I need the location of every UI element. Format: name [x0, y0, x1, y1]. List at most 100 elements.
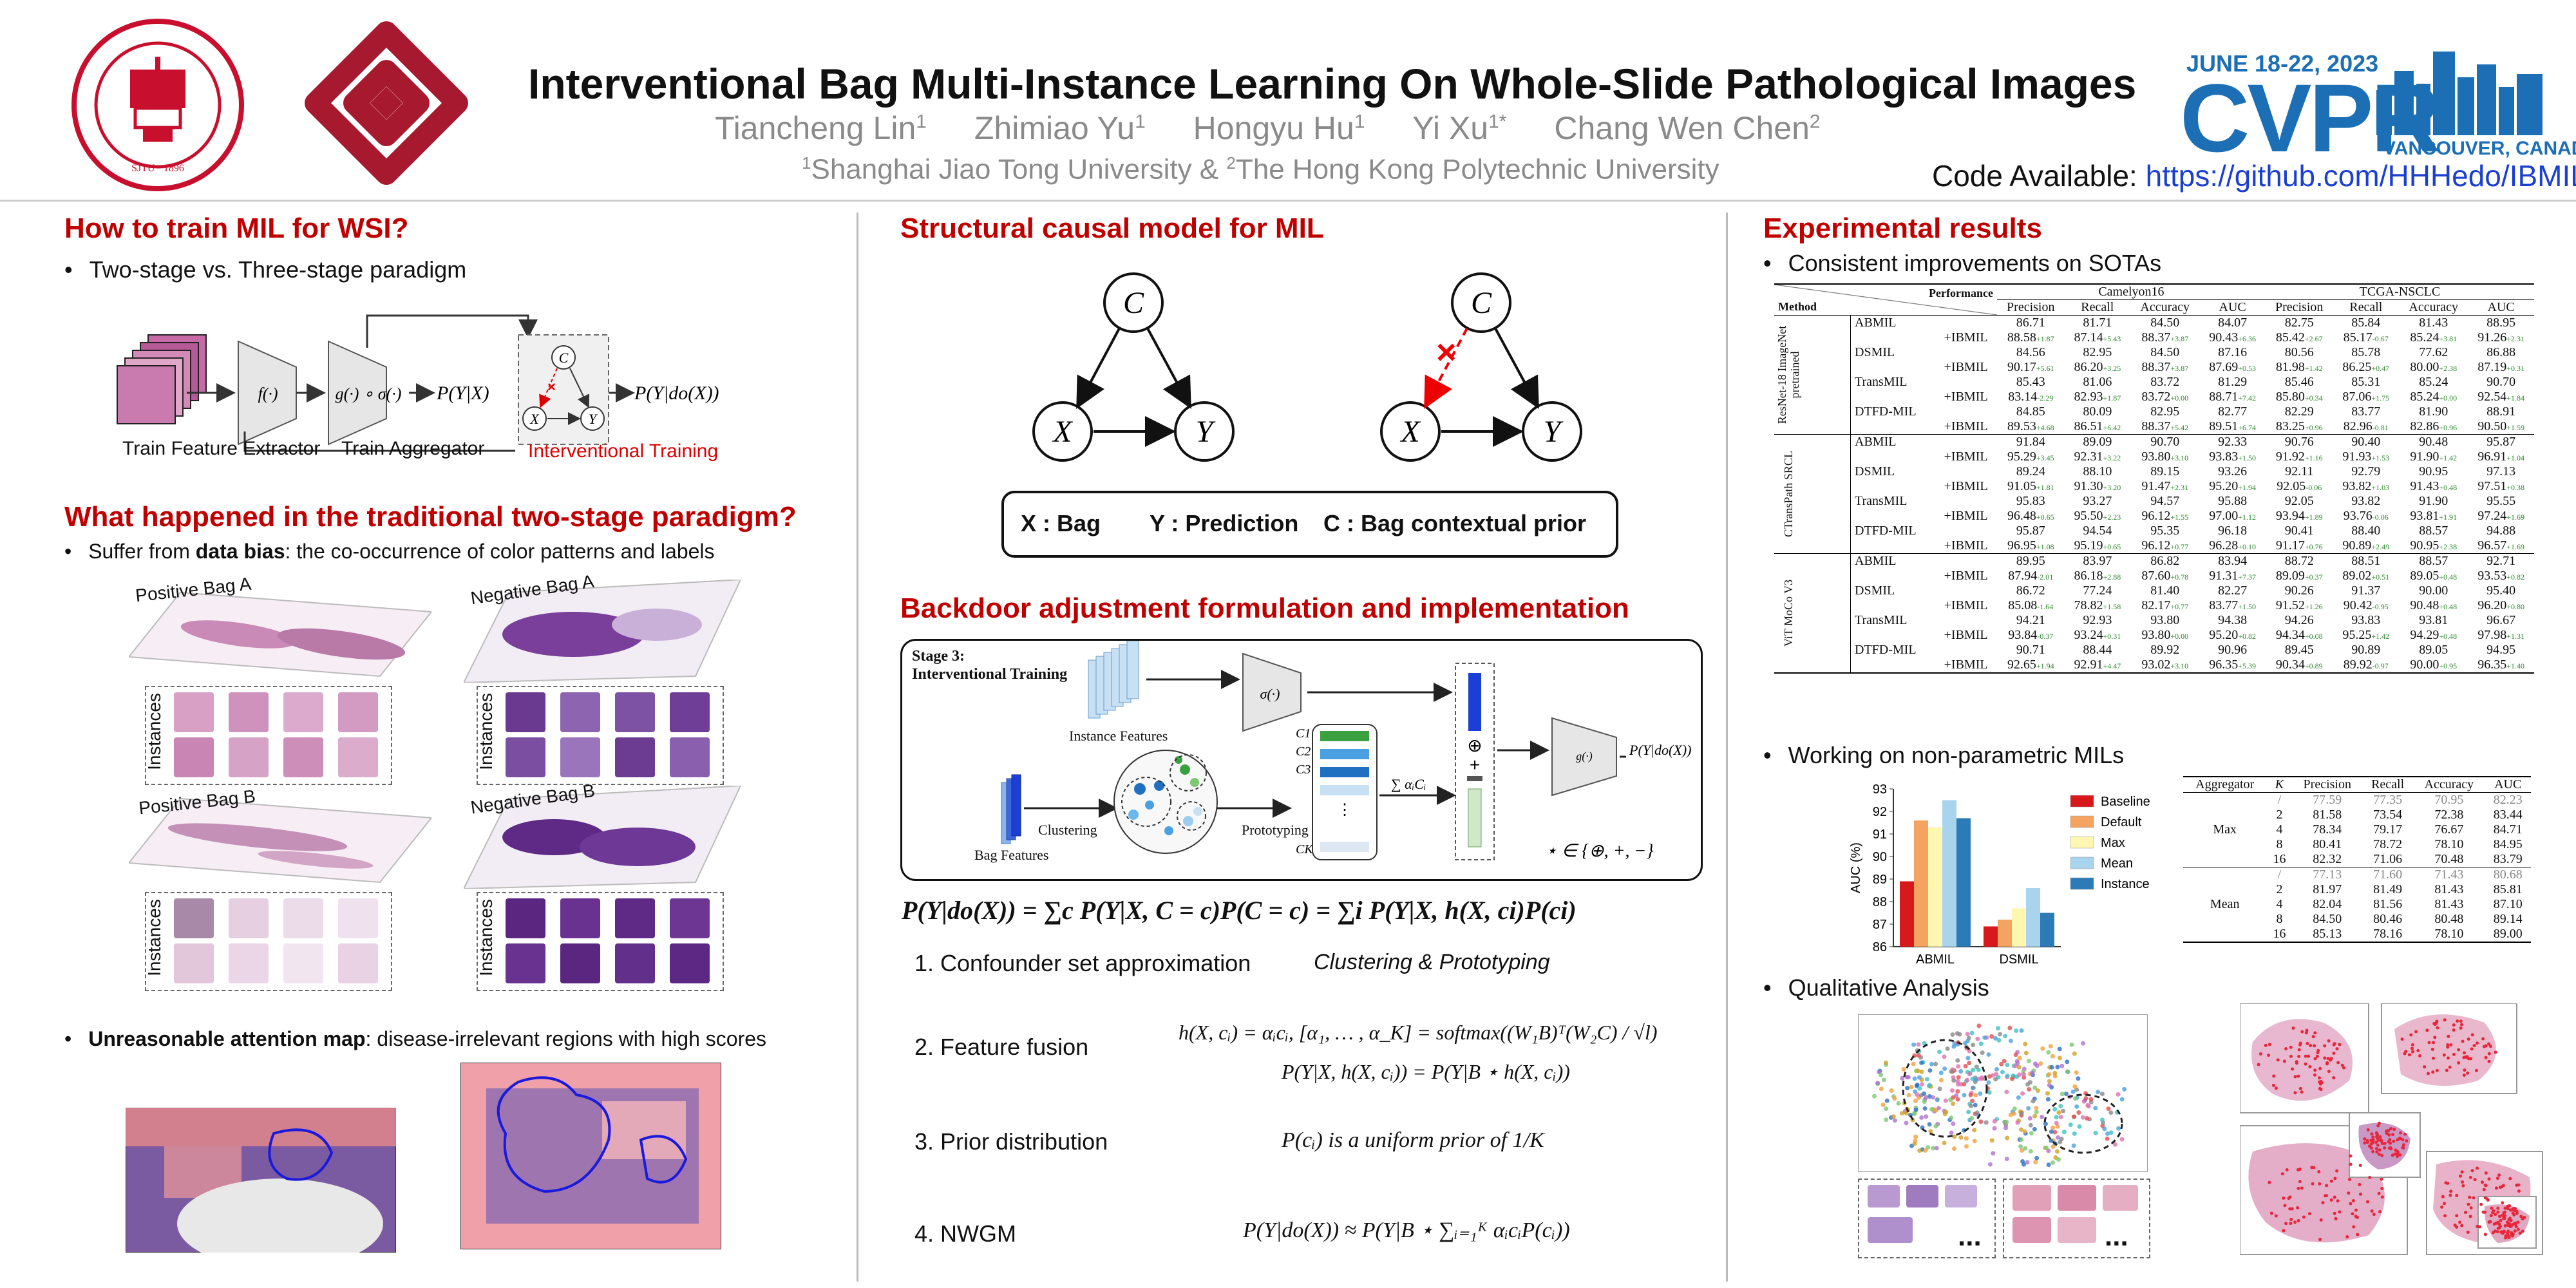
cell-value: 90.50 — [2477, 419, 2507, 433]
tsne-point — [1952, 1134, 1957, 1139]
heat-dot — [2371, 1135, 2375, 1139]
table-cell: 97.24+1.69 — [2468, 509, 2534, 524]
heat-dot — [2298, 1168, 2302, 1171]
heat-dot — [2494, 1213, 2497, 1217]
group-label: ViT MoCo V3 — [1774, 553, 1851, 673]
thumb — [1906, 1185, 1938, 1208]
method-cell: TransMIL — [1855, 613, 1908, 627]
variant-cell — [1935, 643, 1997, 658]
heat-dot — [2355, 1215, 2359, 1219]
heat-dot — [2291, 1026, 2295, 1030]
variant-cell — [1935, 404, 1997, 419]
heat-dot — [2271, 1083, 2275, 1087]
table-cell: 89.53+4.68 — [1997, 419, 2065, 435]
heat-dot — [2323, 1056, 2327, 1060]
heat-dot — [2452, 1023, 2456, 1027]
heat-dot — [2475, 1068, 2479, 1072]
heat-dot — [2348, 1177, 2352, 1181]
table-cell: 83.25+0.96 — [2266, 419, 2333, 435]
y-tick-label: 93 — [1873, 782, 1887, 797]
table-cell: 87.06+1.75 — [2333, 390, 2400, 404]
instance-tile — [560, 898, 600, 938]
cell-value: 93.02 — [2141, 658, 2171, 672]
table-cell: 78.10 — [2434, 927, 2464, 941]
cell-value: 82.17 — [2141, 598, 2171, 612]
sigma-label: σ(·) — [1260, 686, 1280, 702]
instance-tile — [283, 898, 323, 938]
table-cell: 94.29+0.48 — [2399, 628, 2468, 643]
tsne-point — [1972, 1128, 1977, 1133]
table-cell: 89.45 — [2284, 643, 2314, 657]
heat-dot — [2487, 1042, 2491, 1046]
affil-sup: 2 — [1226, 153, 1236, 173]
table-cell: 93.83 — [2351, 613, 2381, 627]
heat-dot — [2484, 1044, 2488, 1048]
tsne-point — [2002, 1059, 2007, 1064]
tsne-point — [1919, 1115, 1924, 1120]
table-cell: 84.71 — [2493, 822, 2523, 837]
heat-dot — [2503, 1217, 2506, 1220]
table-cell: 92.71 — [2486, 554, 2516, 568]
table-cell: 16 — [2273, 852, 2286, 866]
tsne-point — [1891, 1114, 1896, 1119]
heat-dot — [2325, 1062, 2329, 1066]
cell-value: 96.57 — [2477, 538, 2507, 553]
table-cell: 2 — [2276, 808, 2283, 822]
table-cell: 91.84 — [2016, 435, 2045, 449]
group-label-text: ViT MoCo V3 — [1782, 579, 1795, 647]
tsne-point — [2008, 1038, 2013, 1043]
tsne-point — [2057, 1056, 2062, 1061]
heat-dot — [2490, 1206, 2494, 1210]
bullet-nonparam: Working on non-parametric MILs — [1763, 742, 2125, 769]
legend-label: Default — [2101, 815, 2142, 829]
table-cell: 91.37 — [2351, 583, 2381, 598]
scm-right: C X Y × — [1380, 272, 1582, 462]
cell-value: 82.96 — [2343, 419, 2372, 433]
tsne-point — [2102, 1126, 2107, 1132]
instance-tile — [338, 898, 378, 938]
table-cell: 91.43+0.48 — [2399, 479, 2468, 494]
tsne-point — [1922, 1106, 1927, 1111]
heat-dot — [2317, 1170, 2321, 1174]
y-node: Y — [1196, 415, 1216, 449]
pydo-label: P(Y|do(X)) — [634, 383, 719, 404]
cell-delta: +0.80 — [2506, 602, 2525, 611]
table-cell: 92.91+4.47 — [2065, 658, 2131, 673]
heat-dot — [2481, 1037, 2485, 1041]
tsne-point — [1935, 1097, 1940, 1103]
heat-dot — [2318, 1238, 2322, 1242]
table-cell: 95.25+1.42 — [2333, 628, 2400, 643]
code-link[interactable]: https://github.com/HHHedo/IBMIL — [2145, 159, 2576, 193]
bag-features-label: Bag Features — [974, 847, 1049, 863]
heat-dot — [2453, 1223, 2457, 1227]
table-cell: 83.97 — [2083, 554, 2112, 568]
tsne-point — [1938, 1077, 1944, 1083]
table-cell: 93.82+1.03 — [2333, 479, 2400, 494]
bullet-qualitative: Qualitative Analysis — [1763, 974, 1989, 1001]
table-cell: 77.59 — [2313, 793, 2342, 807]
tsne-point — [1982, 1035, 1987, 1040]
heat-dot — [2443, 1202, 2447, 1206]
tsne-point — [1965, 1077, 1970, 1083]
cell-value: 88.58 — [2007, 330, 2036, 345]
tsne-point — [2072, 1131, 2077, 1136]
heat-dot — [2325, 1184, 2329, 1188]
table-cell: 83.72+0.00 — [2130, 390, 2199, 404]
tsne-point — [1967, 1061, 1972, 1066]
heat-dot — [2418, 1054, 2422, 1058]
tsne-point — [1892, 1096, 1897, 1101]
table-cell: 94.57 — [2150, 494, 2180, 508]
tsne-point — [2013, 1052, 2018, 1057]
cell-value: 97.98 — [2477, 628, 2507, 642]
heat-dot — [2332, 1052, 2336, 1056]
heat-dot — [2268, 1180, 2271, 1184]
heat-dot — [2455, 1214, 2459, 1218]
cell-value: 87.69 — [2209, 360, 2239, 374]
cell-delta: +2.38 — [2439, 364, 2458, 373]
heat-dot — [2293, 1220, 2297, 1224]
heat-dot — [2315, 1054, 2319, 1058]
heat-dot — [2319, 1079, 2323, 1083]
cell-value: 96.48 — [2007, 509, 2036, 523]
heat-dot — [2327, 1070, 2331, 1074]
